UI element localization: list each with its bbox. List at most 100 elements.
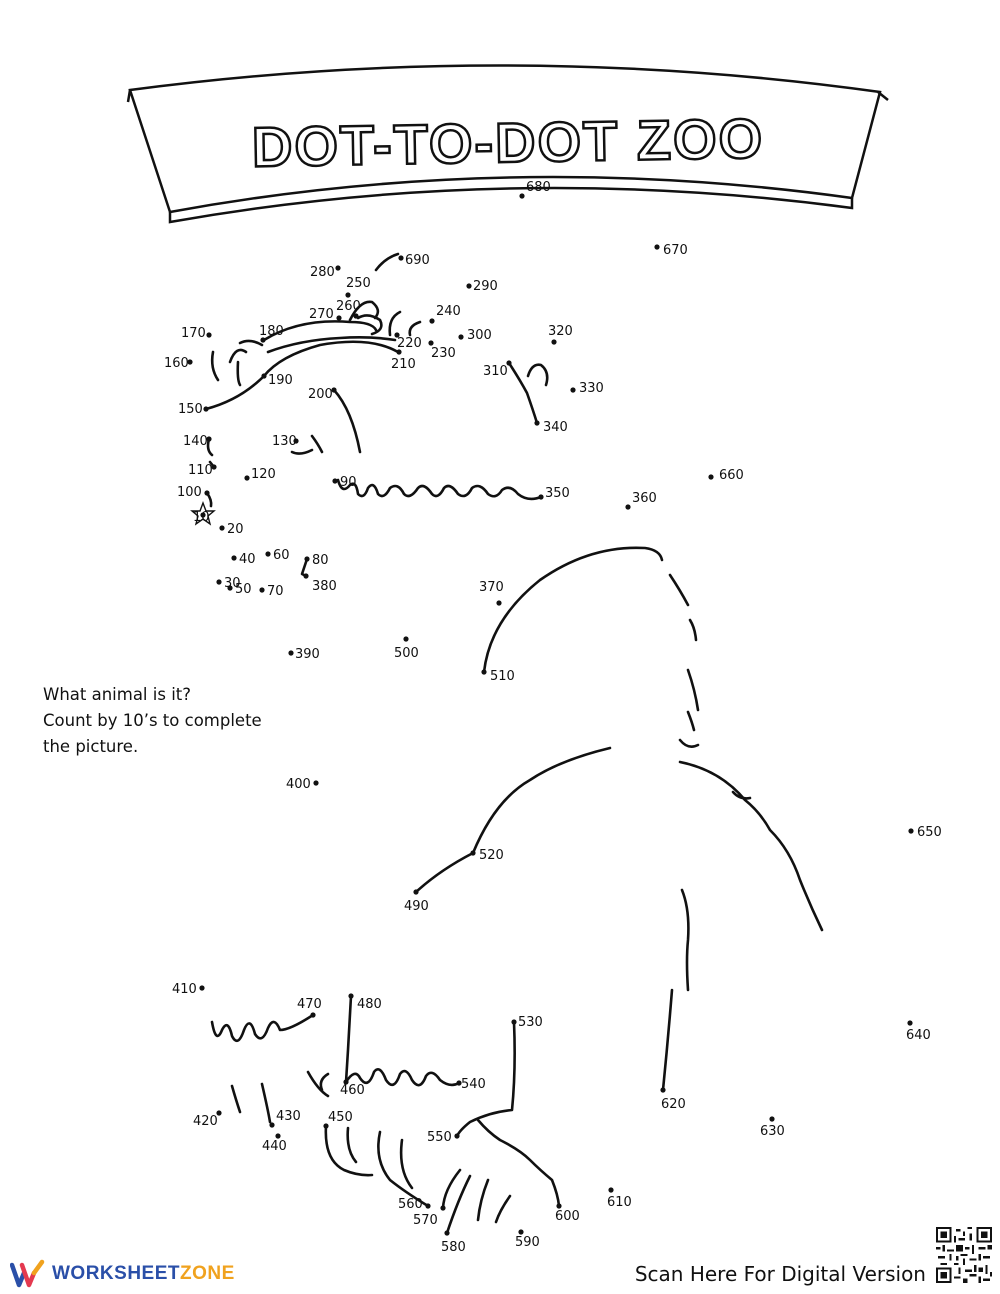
dot-label-10: 10 (193, 510, 210, 525)
dot-620 (660, 1087, 666, 1093)
dot-label-100: 100 (177, 485, 202, 500)
dot-310 (506, 360, 512, 366)
dot-360 (625, 504, 631, 510)
dot-label-430: 430 (276, 1109, 301, 1124)
dot-label-620: 620 (661, 1097, 686, 1112)
worksheetzone-logo-icon (10, 1259, 45, 1288)
dot-500 (403, 636, 409, 642)
brand-name-part1: WORKSHEET (52, 1263, 180, 1284)
dot-160 (187, 359, 193, 365)
dot-250 (345, 292, 351, 298)
dot-600 (556, 1203, 562, 1209)
dot-40 (231, 555, 237, 561)
dot-140 (206, 436, 212, 442)
dot-380 (303, 573, 309, 579)
dot-330 (570, 387, 576, 393)
dot-label-150: 150 (178, 402, 203, 417)
dot-label-520: 520 (479, 848, 504, 863)
dot-label-310: 310 (483, 364, 508, 379)
dot-label-220: 220 (397, 336, 422, 351)
dot-label-80: 80 (312, 553, 329, 568)
dot-510 (481, 669, 487, 675)
dot-350 (538, 494, 544, 500)
dot-label-180: 180 (259, 324, 284, 339)
dot-190 (261, 373, 267, 379)
dot-label-590: 590 (515, 1235, 540, 1250)
dot-label-210: 210 (391, 357, 416, 372)
dot-670 (654, 244, 660, 250)
dot-460 (343, 1079, 349, 1085)
dot-label-550: 550 (427, 1130, 452, 1145)
dot-label-370: 370 (479, 580, 504, 595)
instructions-text: What animal is it? Count by 10’s to comp… (43, 685, 262, 756)
dot-30 (216, 579, 222, 585)
dot-label-530: 530 (518, 1015, 543, 1030)
dot-label-600: 600 (555, 1209, 580, 1224)
dot-10 (200, 512, 206, 518)
dot-label-320: 320 (548, 324, 573, 339)
dot-label-290: 290 (473, 279, 498, 294)
dot-label-190: 190 (268, 373, 293, 388)
dot-630 (769, 1116, 775, 1122)
dot-220 (394, 332, 400, 338)
dot-label-280: 280 (310, 265, 335, 280)
dot-660 (708, 474, 714, 480)
dot-label-140: 140 (183, 434, 208, 449)
dot-440 (275, 1133, 281, 1139)
dot-label-120: 120 (251, 467, 276, 482)
dot-label-630: 630 (760, 1124, 785, 1139)
dot-230 (428, 340, 434, 346)
dot-470 (310, 1012, 316, 1018)
dot-label-110: 110 (188, 463, 213, 478)
dot-300 (458, 334, 464, 340)
dot-550 (454, 1133, 460, 1139)
dot-label-670: 670 (663, 243, 688, 258)
dot-100 (204, 490, 210, 496)
dot-label-440: 440 (262, 1139, 287, 1154)
dot-110 (211, 464, 217, 470)
dot-570 (440, 1205, 446, 1211)
dot-label-490: 490 (404, 899, 429, 914)
dot-label-60: 60 (273, 548, 290, 563)
dot-240 (429, 318, 435, 324)
brand-logo[interactable]: WORKSHEETZONE (10, 1259, 235, 1289)
dot-label-400: 400 (286, 777, 311, 792)
dot-label-460: 460 (340, 1083, 365, 1098)
dot-480 (348, 993, 354, 999)
dot-280 (335, 265, 341, 271)
dot-150 (203, 406, 209, 412)
dot-label-580: 580 (441, 1240, 466, 1255)
dot-60 (265, 551, 271, 557)
dot-430 (269, 1122, 275, 1128)
dot-520 (470, 850, 476, 856)
dot-label-390: 390 (295, 647, 320, 662)
dot-560 (425, 1203, 431, 1209)
dot-label-230: 230 (431, 346, 456, 361)
dot-270 (336, 315, 342, 321)
dot-label-70: 70 (267, 584, 284, 599)
dot-650 (908, 828, 914, 834)
qr-code-icon[interactable] (936, 1227, 992, 1283)
dot-label-690: 690 (405, 253, 430, 268)
dot-label-270: 270 (309, 307, 334, 322)
dot-label-450: 450 (328, 1110, 353, 1125)
dot-label-170: 170 (181, 326, 206, 341)
dot-label-340: 340 (543, 420, 568, 435)
dot-370 (496, 600, 502, 606)
dot-390 (288, 650, 294, 656)
dot-420 (216, 1110, 222, 1116)
dot-210 (396, 349, 402, 355)
dot-120 (244, 475, 250, 481)
dot-label-640: 640 (906, 1028, 931, 1043)
dot-label-90: 90 (340, 475, 357, 490)
dot-180 (260, 337, 266, 343)
dot-label-300: 300 (467, 328, 492, 343)
dot-640 (907, 1020, 913, 1026)
dot-label-540: 540 (461, 1077, 486, 1092)
page-title: DOT-TO-DOT ZOO (251, 107, 764, 179)
dot-70 (259, 587, 265, 593)
dot-label-510: 510 (490, 669, 515, 684)
dot-label-350: 350 (545, 486, 570, 501)
